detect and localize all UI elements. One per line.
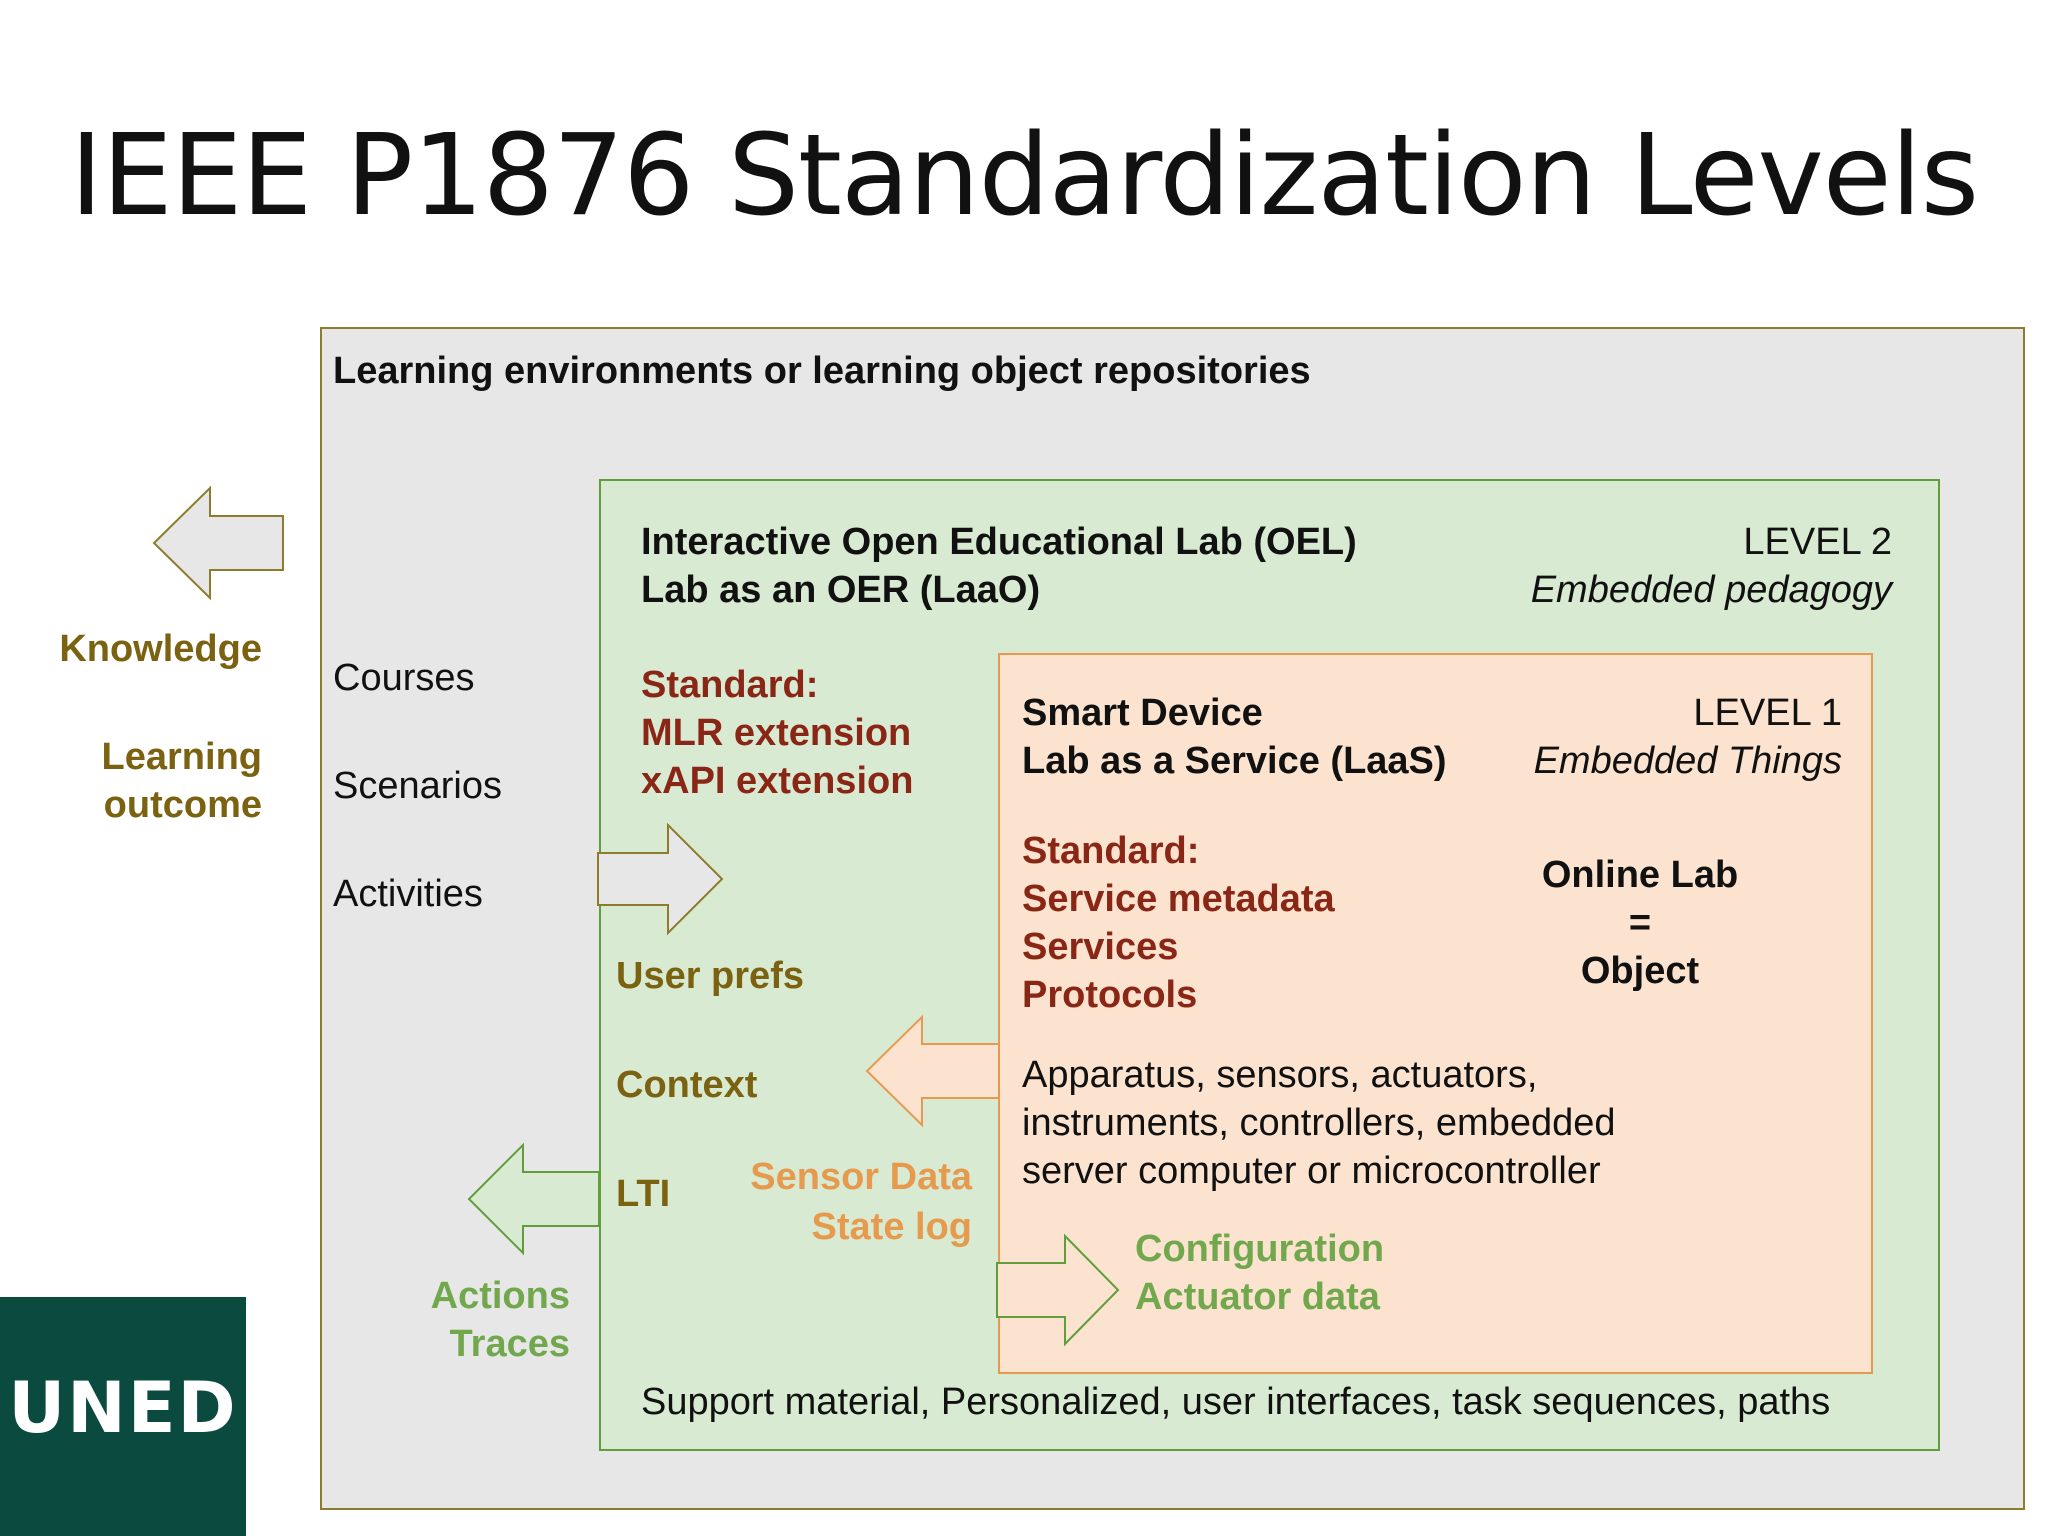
actions-arrow-icon	[467, 1142, 600, 1256]
equation-object: Object	[1580, 950, 1700, 992]
configuration-arrow-icon	[996, 1233, 1120, 1347]
sensor-data-label: Sensor Data	[750, 1156, 972, 1198]
level1-standard-services: Services	[1022, 926, 1179, 968]
level2-title-line2: Lab as an OER (LaaO)	[641, 569, 1041, 611]
outcome-arrow-icon	[152, 485, 284, 601]
traces-label: Traces	[449, 1323, 570, 1365]
equation-equals: =	[1628, 902, 1652, 944]
knowledge-label: Knowledge	[59, 628, 262, 670]
courses-arrow-icon	[597, 822, 724, 936]
level1-standard-service-metadata: Service metadata	[1022, 878, 1335, 920]
level1-standard-protocols: Protocols	[1022, 974, 1198, 1016]
level2-label: LEVEL 2	[1743, 521, 1892, 563]
sensor-arrow-icon	[865, 1014, 1000, 1128]
level2-footer: Support material, Personalized, user int…	[641, 1381, 1831, 1423]
input-context: Context	[616, 1064, 758, 1106]
level1-smart-device-box	[998, 653, 1873, 1374]
outer-item-activities: Activities	[333, 873, 483, 915]
uned-logo-text: UNED	[8, 1367, 238, 1449]
actuator-data-label: Actuator data	[1135, 1276, 1380, 1318]
outer-heading: Learning environments or learning object…	[333, 350, 1311, 392]
level1-description: Embedded Things	[1533, 740, 1842, 782]
level1-title-line1: Smart Device	[1022, 692, 1263, 734]
apparatus-line2: instruments, controllers, embedded	[1022, 1102, 1616, 1144]
learning-outcome-line2: outcome	[103, 784, 262, 826]
input-user-prefs: User prefs	[616, 955, 804, 997]
outer-item-courses: Courses	[333, 657, 475, 699]
level2-standard-mlr: MLR extension	[641, 712, 912, 754]
configuration-label: Configuration	[1135, 1228, 1385, 1270]
level2-standard-xapi: xAPI extension	[641, 760, 914, 802]
level1-label: LEVEL 1	[1693, 692, 1842, 734]
actions-label: Actions	[430, 1275, 570, 1317]
level2-standard-heading: Standard:	[641, 664, 819, 706]
apparatus-line1: Apparatus, sensors, actuators,	[1022, 1054, 1538, 1096]
page-title: IEEE P1876 Standardization Levels	[69, 111, 1979, 241]
level1-standard-heading: Standard:	[1022, 830, 1200, 872]
level2-title-line1: Interactive Open Educational Lab (OEL)	[641, 521, 1357, 563]
equation-online-lab: Online Lab	[1541, 854, 1739, 896]
level1-title-line2: Lab as a Service (LaaS)	[1022, 740, 1447, 782]
level2-description: Embedded pedagogy	[1530, 569, 1892, 611]
state-log-label: State log	[811, 1206, 972, 1248]
outer-item-scenarios: Scenarios	[333, 765, 502, 807]
learning-outcome-line1: Learning	[101, 736, 262, 778]
apparatus-line3: server computer or microcontroller	[1022, 1150, 1601, 1192]
input-lti: LTI	[616, 1173, 671, 1215]
uned-logo	[0, 1297, 246, 1536]
